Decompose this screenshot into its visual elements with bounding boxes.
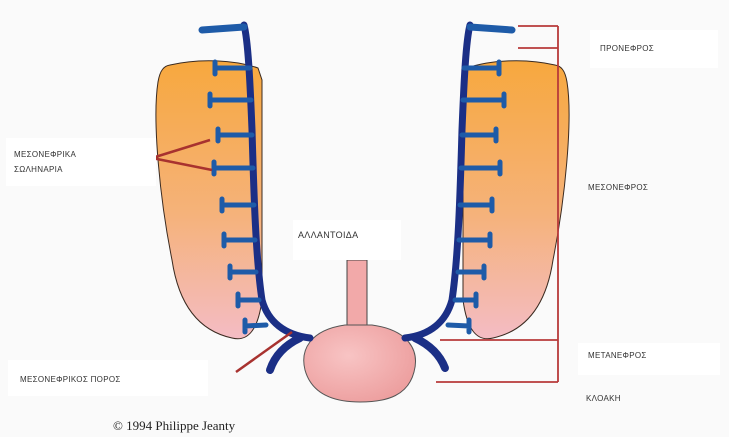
left-ureteric-bud	[270, 338, 300, 370]
right-ureteric-bud	[415, 338, 445, 368]
tubules-label-box	[6, 138, 156, 186]
bracket-pronephros	[518, 26, 558, 48]
left-duct-top	[202, 27, 244, 30]
right-duct-top	[470, 27, 512, 30]
cloaca	[304, 325, 416, 402]
mesonephros-label: ΜΕΣΟΝΕΦΡΟΣ	[588, 183, 648, 192]
right-mesonephric-duct	[405, 25, 470, 338]
allantois	[347, 260, 367, 330]
copyright-text: © 1994 Philippe Jeanty	[113, 418, 235, 434]
tubules-label-line1: ΜΕΣΟΝΕΦΡΙΚΑ	[14, 150, 76, 159]
cloaca-label: ΚΛΟΑΚΗ	[586, 394, 621, 403]
right-tubule	[448, 320, 469, 332]
mesonephric-duct-label: ΜΕΣΟΝΕΦΡΙΚΟΣ ΠΟΡΟΣ	[20, 375, 121, 384]
tubules-label-line2: ΣΩΛΗΝΑΡΙΑ	[14, 165, 63, 174]
pronephros-label: ΠΡΟΝΕΦΡΟΣ	[600, 44, 654, 53]
allantois-label-box	[293, 220, 401, 260]
metanephros-label: ΜΕΤΑΝΕΦΡΟΣ	[588, 351, 647, 360]
allantois-label: ΑΛΛΑΝΤΟΙΔΑ	[298, 230, 358, 240]
